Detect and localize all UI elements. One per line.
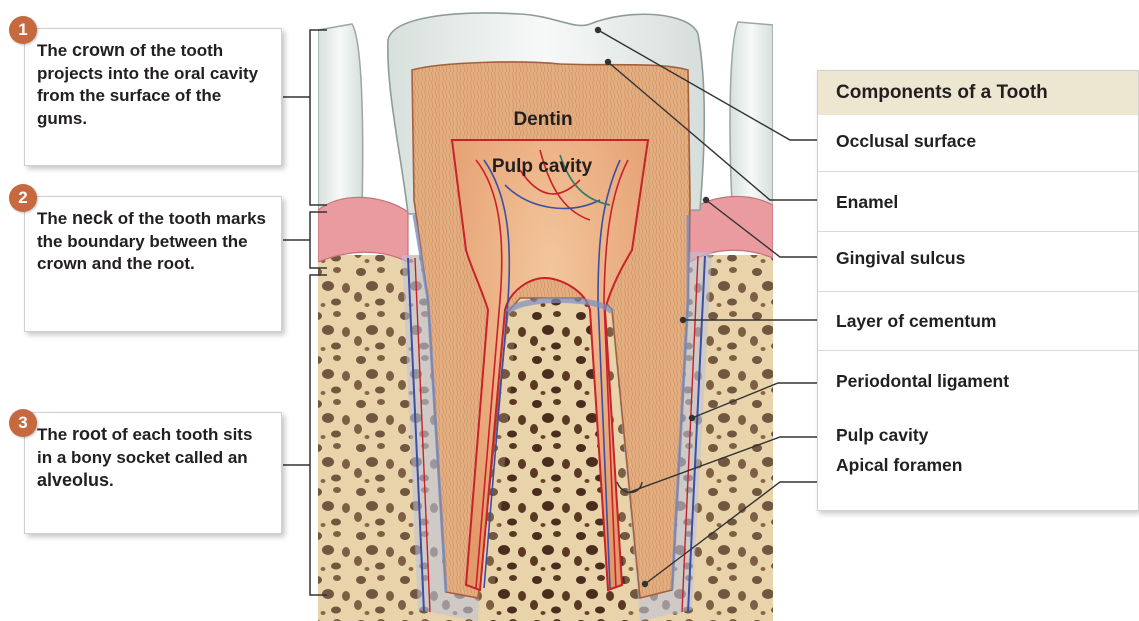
crown-keyword: crown (72, 40, 125, 60)
legend-item-layer-of-cementum: Layer of cementum (818, 291, 1138, 350)
legend-item-occlusal-surface: Occlusal surface (818, 115, 1138, 171)
neck-callout: The neck of the tooth marks the boundary… (24, 196, 282, 332)
legend-item-pulp-cavity: Pulp cavity (818, 410, 1138, 453)
legend-item-gingival-sulcus: Gingival sulcus (818, 231, 1138, 291)
components-legend: Components of a Tooth Occlusal surface E… (817, 70, 1139, 511)
root-callout-text-end: . (109, 471, 114, 490)
legend-item-enamel: Enamel (818, 171, 1138, 231)
root-callout-text-pre: The (37, 425, 72, 444)
crown-callout-text-pre: The (37, 41, 72, 60)
pulp-cavity-label: Pulp cavity (492, 156, 593, 177)
step-badge-2: 2 (9, 184, 37, 212)
legend-item-periodontal-ligament: Periodontal ligament (818, 350, 1138, 410)
alveolus-keyword: alveolus (37, 470, 109, 490)
dentin-label: Dentin (513, 109, 572, 130)
neighbor-tooth-right (730, 22, 773, 210)
gum-left (318, 197, 408, 262)
root-keyword: root (72, 424, 107, 444)
neck-callout-text-pre: The (37, 209, 72, 228)
step-badge-1: 1 (9, 16, 37, 44)
neck-keyword: neck (72, 208, 113, 228)
crown-callout: The crown of the tooth projects into the… (24, 28, 282, 166)
step-badge-3: 3 (9, 409, 37, 437)
neighbor-tooth-left (318, 24, 363, 215)
legend-item-apical-foramen: Apical foramen (818, 453, 1138, 510)
legend-title: Components of a Tooth (818, 71, 1138, 115)
root-callout: The root of each tooth sits in a bony so… (24, 412, 282, 534)
